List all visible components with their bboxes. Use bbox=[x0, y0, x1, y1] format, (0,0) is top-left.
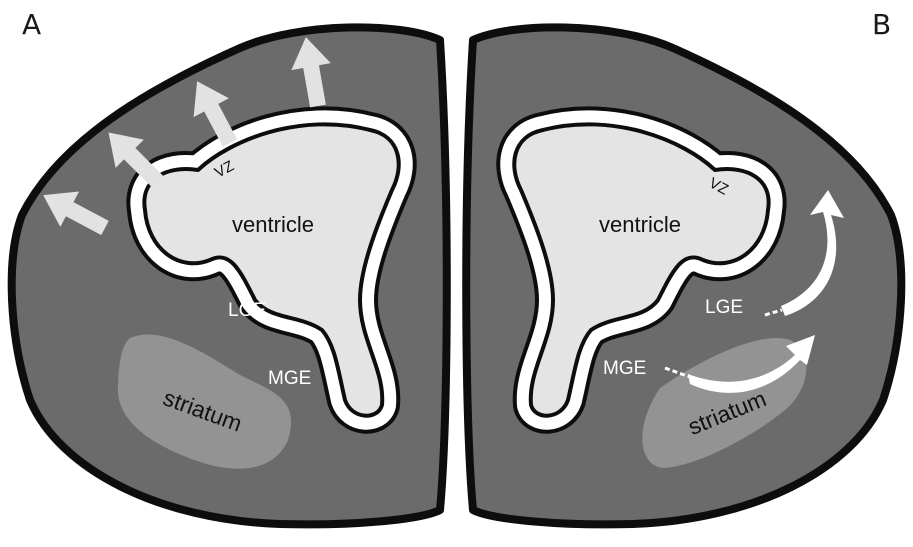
panel-a: A VZ ventricle LGE MGE striatum bbox=[12, 8, 447, 524]
panel-a-ventricle-label: ventricle bbox=[232, 212, 314, 237]
panel-b-lge-label: LGE bbox=[705, 297, 743, 318]
panel-b-mge-label: MGE bbox=[603, 358, 646, 379]
panel-a-mge-label: MGE bbox=[268, 368, 311, 389]
panel-b-letter: B bbox=[872, 8, 891, 41]
panel-b: B VZ ventricle LGE MGE striatum bbox=[466, 8, 901, 524]
panel-a-letter: A bbox=[22, 8, 41, 41]
panel-b-ventricle-label: ventricle bbox=[599, 212, 681, 237]
panel-a-lge-label: LGE bbox=[228, 300, 266, 321]
